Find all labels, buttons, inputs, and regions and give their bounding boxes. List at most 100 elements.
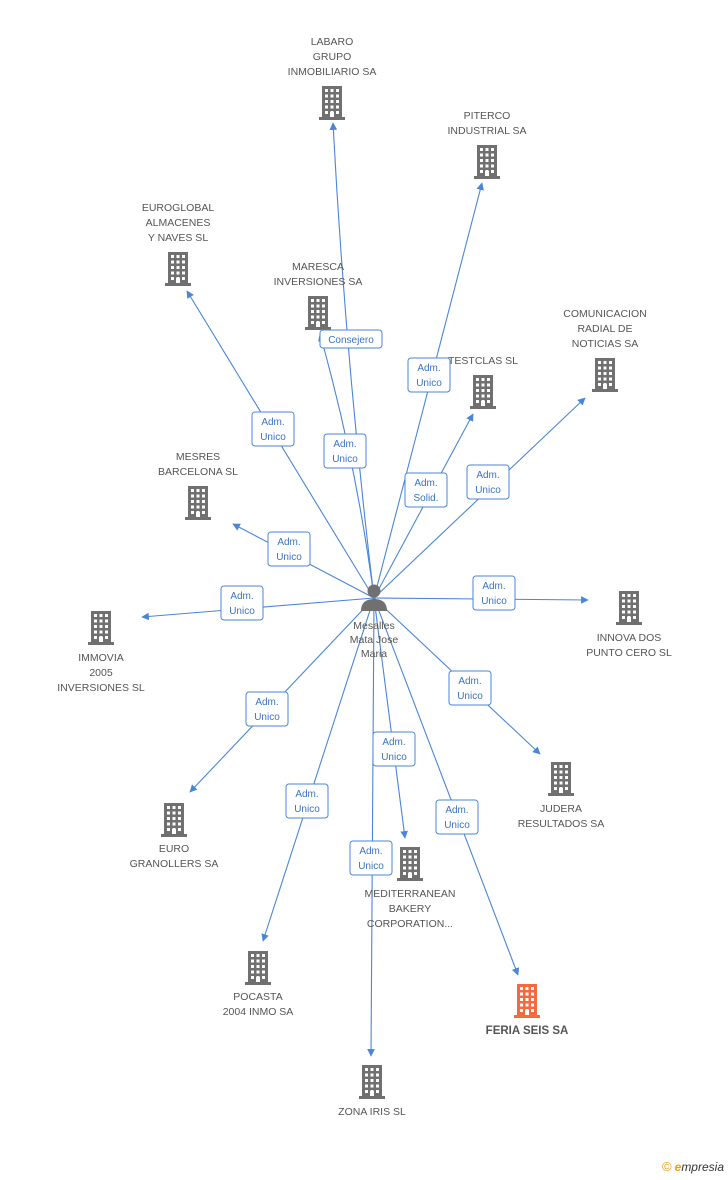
edge-label-box[interactable] xyxy=(349,840,393,876)
edge-label-innova[interactable]: Adm.Unico xyxy=(472,575,516,611)
company-name-line[interactable]: POCASTA xyxy=(233,991,282,1003)
edge-label-box[interactable] xyxy=(323,433,367,469)
company-name-line[interactable]: INMOBILIARIO SA xyxy=(288,66,377,78)
company-name-line[interactable]: RADIAL DE xyxy=(577,323,632,335)
company-name-line[interactable]: JUDERA xyxy=(540,803,582,815)
company-name-line[interactable]: ZONA IRIS SL xyxy=(338,1106,406,1118)
edge-label-labaro[interactable]: Consejero xyxy=(319,329,383,349)
company-name-line[interactable]: EURO xyxy=(159,843,189,855)
edge-label-maresca[interactable]: Adm.Unico xyxy=(323,433,367,469)
company-name-line[interactable]: LABARO xyxy=(311,36,354,48)
edge-to-pocasta xyxy=(261,597,375,942)
person-icon[interactable] xyxy=(361,584,387,612)
building-icon[interactable] xyxy=(359,1065,385,1099)
company-node-feria[interactable]: FERIA SEIS SA xyxy=(486,984,569,1037)
company-node-innova[interactable]: INNOVA DOS PUNTO CERO SL xyxy=(586,591,672,659)
edge-label-box[interactable] xyxy=(466,464,510,500)
building-icon[interactable] xyxy=(470,375,496,409)
company-name-line[interactable]: 2004 INMO SA xyxy=(223,1006,294,1018)
edge-label-box[interactable] xyxy=(472,575,516,611)
edge-label-box[interactable] xyxy=(245,691,289,727)
company-node-euroglobal[interactable]: EUROGLOBAL ALMACENES Y NAVES SL xyxy=(142,202,215,286)
company-node-testclas[interactable]: TESTCLAS SL xyxy=(448,355,518,409)
edge-label-box[interactable] xyxy=(319,329,383,349)
company-name-line[interactable]: MARESCA xyxy=(292,261,344,273)
building-icon[interactable] xyxy=(548,762,574,796)
company-name-line[interactable]: INNOVA DOS xyxy=(597,632,662,644)
company-node-maresca[interactable]: MARESCA INVERSIONES SA xyxy=(274,261,363,330)
building-icon[interactable] xyxy=(616,591,642,625)
building-icon[interactable] xyxy=(514,984,540,1018)
company-node-comunicacion[interactable]: COMUNICACION RADIAL DE NOTICIAS SA xyxy=(563,308,647,392)
building-icon[interactable] xyxy=(161,803,187,837)
edge-label-text: Unico xyxy=(276,552,302,563)
edge-label-pocasta[interactable]: Adm.Unico xyxy=(285,783,329,819)
edge-label-box[interactable] xyxy=(285,783,329,819)
edge-label-testclas[interactable]: Adm.Solid. xyxy=(404,472,448,508)
company-name-line[interactable]: ALMACENES xyxy=(146,217,211,229)
company-name-line[interactable]: INDUSTRIAL SA xyxy=(448,125,527,137)
company-node-mediterranean[interactable]: MEDITERRANEAN BAKERY CORPORATION... xyxy=(364,847,456,930)
company-node-zona[interactable]: ZONA IRIS SL xyxy=(338,1065,406,1118)
company-name-line[interactable]: COMUNICACION xyxy=(563,308,646,320)
edge-label-box[interactable] xyxy=(267,531,311,567)
company-name-line[interactable]: GRANOLLERS SA xyxy=(130,858,219,870)
company-name-line[interactable]: BAKERY xyxy=(389,903,431,915)
edge-label-euroglobal[interactable]: Adm.Unico xyxy=(251,411,295,447)
building-icon[interactable] xyxy=(319,86,345,120)
edge-label-box[interactable] xyxy=(220,585,264,621)
edge-label-comunicacion[interactable]: Adm.Unico xyxy=(466,464,510,500)
company-node-pocasta[interactable]: POCASTA 2004 INMO SA xyxy=(223,951,294,1018)
company-name-line[interactable]: GRUPO xyxy=(313,51,352,63)
building-icon[interactable] xyxy=(88,611,114,645)
building-icon[interactable] xyxy=(397,847,423,881)
edge-label-box[interactable] xyxy=(251,411,295,447)
edge-label-box[interactable] xyxy=(404,472,448,508)
building-icon[interactable] xyxy=(245,951,271,985)
edge-label-mediterranean[interactable]: Adm.Unico xyxy=(372,731,416,767)
edge-label-zona[interactable]: Adm.Unico xyxy=(349,840,393,876)
company-name-line[interactable]: INVERSIONES SL xyxy=(57,682,145,694)
company-node-mesres[interactable]: MESRES BARCELONA SL xyxy=(158,451,238,520)
company-node-judera[interactable]: JUDERA RESULTADOS SA xyxy=(518,762,605,830)
company-name-line[interactable]: PUNTO CERO SL xyxy=(586,647,672,659)
building-icon[interactable] xyxy=(165,252,191,286)
edge-label-piterco[interactable]: Adm.Unico xyxy=(407,357,451,393)
company-node-euro[interactable]: EURO GRANOLLERS SA xyxy=(130,803,219,870)
edge-label-text: Adm. xyxy=(414,478,437,489)
company-name-line[interactable]: EUROGLOBAL xyxy=(142,202,215,214)
company-name-line[interactable]: MEDITERRANEAN xyxy=(364,888,455,900)
company-name-line[interactable]: CORPORATION... xyxy=(367,918,453,930)
company-name-line[interactable]: NOTICIAS SA xyxy=(572,338,639,350)
company-node-labaro[interactable]: LABARO GRUPO INMOBILIARIO SA xyxy=(288,36,377,120)
company-name-line[interactable]: FERIA SEIS SA xyxy=(486,1025,569,1037)
edge-label-immovia[interactable]: Adm.Unico xyxy=(220,585,264,621)
building-icon[interactable] xyxy=(592,358,618,392)
company-node-piterco[interactable]: PITERCO INDUSTRIAL SA xyxy=(448,110,527,179)
edge-label-box[interactable] xyxy=(407,357,451,393)
edge-label-box[interactable] xyxy=(448,670,492,706)
company-name-line[interactable]: PITERCO xyxy=(464,110,511,122)
company-name-line[interactable]: RESULTADOS SA xyxy=(518,818,605,830)
company-name-line[interactable]: Y NAVES SL xyxy=(148,232,208,244)
edge-label-judera[interactable]: Adm.Unico xyxy=(448,670,492,706)
edge-label-box[interactable] xyxy=(372,731,416,767)
edge-label-text: Adm. xyxy=(359,846,382,857)
edge-label-box[interactable] xyxy=(435,799,479,835)
building-icon[interactable] xyxy=(474,145,500,179)
edge-label-euro[interactable]: Adm.Unico xyxy=(245,691,289,727)
building-icon[interactable] xyxy=(305,296,331,330)
company-name-line[interactable]: TESTCLAS SL xyxy=(448,355,518,367)
company-name-line[interactable]: BARCELONA SL xyxy=(158,466,238,478)
edge-label-text: Adm. xyxy=(295,789,318,800)
company-name-line[interactable]: IMMOVIA xyxy=(78,652,124,664)
company-name-line[interactable]: MESRES xyxy=(176,451,220,463)
building-icon[interactable] xyxy=(185,486,211,520)
edge-label-mesres[interactable]: Adm.Unico xyxy=(267,531,311,567)
edge-label-feria[interactable]: Adm.Unico xyxy=(435,799,479,835)
company-name-line[interactable]: 2005 xyxy=(89,667,113,679)
company-name-line[interactable]: INVERSIONES SA xyxy=(274,276,363,288)
